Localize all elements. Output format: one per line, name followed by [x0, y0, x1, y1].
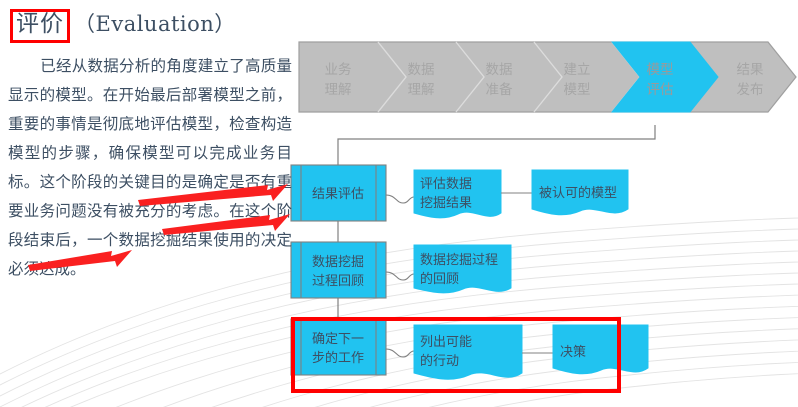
task-box-1-line1: 数据挖掘 [312, 255, 364, 270]
chevron-step-5-line1: 结果 [737, 62, 765, 78]
connector-chevron-to-row0 [337, 125, 656, 165]
process-chevron-band: 业务 理解 数据 理解 数据 准备 建立 模型 [298, 41, 797, 113]
chevron-step-4-line1: 模型 [647, 62, 674, 78]
task-box-2-line2: 步的工作 [312, 350, 364, 366]
result-box-0: 被认可的模型 [531, 169, 629, 216]
document-box-2-line1: 列出可能 [420, 335, 472, 350]
chevron-step-1-line2: 理解 [408, 82, 435, 98]
task-box-1: 数据挖掘 过程回顾 [290, 241, 387, 299]
chevron-step-2-line1: 数据 [486, 62, 513, 78]
chevron-step-0-line1: 业务 [325, 62, 352, 78]
chevron-step-4-active: 模型 评估 [610, 41, 719, 113]
task-box-2: 确定下一 步的工作 [290, 318, 387, 376]
task-box-1-line2: 过程回顾 [312, 274, 364, 289]
document-box-0: 评估数据 挖掘结果 [413, 169, 502, 219]
document-box-1-line1: 数据挖掘过程 [420, 253, 498, 268]
flow-row-2: 确定下一 步的工作 列出可能 的行动 决策 [290, 318, 649, 380]
document-box-1: 数据挖掘过程 的回顾 [413, 244, 512, 294]
connector-1-task-to-doc [385, 271, 415, 281]
connector-2-task-to-doc [385, 348, 415, 358]
chevron-step-5: 结果 发布 [737, 62, 765, 98]
result-box-0-line1: 被认可的模型 [539, 185, 617, 201]
result-box-2-line1: 决策 [560, 344, 586, 360]
evaluation-flowchart: 结果评估 评估数据 挖掘结果 被认可的模型 数 [290, 125, 656, 380]
document-box-2-line2: 的行动 [420, 353, 459, 369]
task-box-2-line1: 确定下一 [312, 332, 364, 347]
chevron-step-4-line2: 评估 [647, 82, 674, 98]
chevron-step-5-line2: 发布 [737, 82, 764, 98]
page-title-cn: 评价 [10, 9, 70, 43]
page-title: 评价 （Evaluation） [10, 8, 236, 43]
body-paragraph: 已经从数据分析的角度建立了高质量显示的模型。在开始最后部署模型之前，重要的事情是… [8, 52, 292, 284]
chevron-step-0-line2: 理解 [325, 82, 352, 98]
paragraph-text: 已经从数据分析的角度建立了高质量显示的模型。在开始最后部署模型之前，重要的事情是… [8, 57, 292, 278]
document-box-0-line1: 评估数据 [420, 177, 472, 192]
connector-0-task-to-doc [385, 194, 415, 204]
document-box-0-line2: 挖掘结果 [420, 196, 472, 211]
chevron-step-2: 数据 准备 [486, 41, 563, 113]
chevron-step-2-line2: 准备 [486, 81, 514, 98]
result-box-2: 决策 [552, 324, 649, 375]
chevron-step-3-line1: 建立 [564, 62, 591, 78]
chevron-step-1-line1: 数据 [408, 62, 435, 78]
task-box-0-line1: 结果评估 [312, 187, 364, 202]
document-box-2: 列出可能 的行动 [413, 324, 523, 380]
chevron-step-3-line2: 模型 [564, 82, 591, 98]
task-box-0: 结果评估 [290, 164, 387, 222]
flow-row-1: 数据挖掘 过程回顾 数据挖掘过程 的回顾 [290, 241, 512, 299]
document-box-1-line2: 的回顾 [420, 271, 459, 287]
flow-row-0: 结果评估 评估数据 挖掘结果 被认可的模型 [290, 164, 629, 222]
page-title-en: （Evaluation） [74, 12, 236, 36]
chevron-step-1: 数据 理解 [408, 41, 485, 113]
chevron-step-0: 业务 理解 [325, 41, 407, 113]
